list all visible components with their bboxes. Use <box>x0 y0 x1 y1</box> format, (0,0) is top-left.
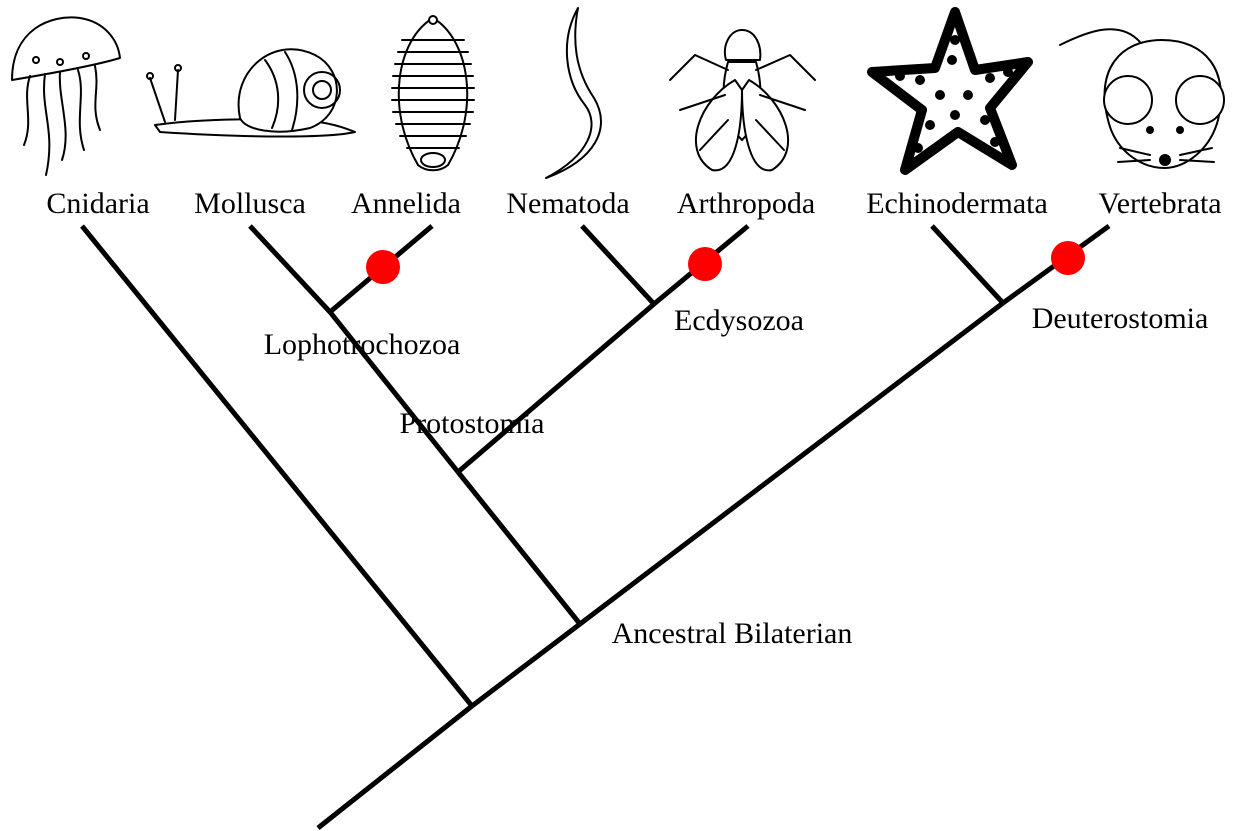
cnidaria-branch <box>82 226 472 706</box>
taxon-label-cnidaria: Cnidaria <box>46 187 149 220</box>
starfish-icon <box>872 12 1028 170</box>
fly-icon <box>670 30 815 170</box>
segmented-worm-icon <box>392 16 474 170</box>
clade-label-protostomia: Protostomia <box>399 407 544 440</box>
protostomia-branch <box>458 472 580 624</box>
taxon-label-mollusca: Mollusca <box>194 187 306 220</box>
clade-label-ancestral-bilaterian: Ancestral Bilaterian <box>612 617 853 650</box>
clade-label-ecdysozoa: Ecdysozoa <box>674 304 804 337</box>
arthropoda-marker <box>688 247 722 281</box>
annelida-marker <box>366 250 400 284</box>
clade-label-lophotrochozoa: Lophotrochozoa <box>264 328 461 361</box>
taxon-label-vertebrata: Vertebrata <box>1098 187 1221 220</box>
bilateria-branch <box>472 624 580 706</box>
taxon-label-nematoda: Nematoda <box>506 187 629 220</box>
mollusca-branch <box>250 226 330 312</box>
taxon-label-echinodermata: Echinodermata <box>866 187 1048 220</box>
deuterostomia-branch <box>580 303 1003 624</box>
ecdysozoa-branch <box>458 304 654 472</box>
clade-label-deuterostomia: Deuterostomia <box>1032 302 1209 335</box>
echinodermata-branch <box>932 226 1003 303</box>
nematoda-branch <box>582 226 654 304</box>
mouse-icon <box>1060 29 1224 168</box>
roundworm-icon <box>546 8 601 178</box>
jellyfish-icon <box>12 17 120 175</box>
taxon-label-arthropoda: Arthropoda <box>677 187 815 220</box>
vertebrata-marker <box>1051 241 1085 275</box>
root-branch <box>318 706 472 828</box>
snail-icon <box>147 49 355 136</box>
taxon-label-annelida: Annelida <box>351 187 461 220</box>
